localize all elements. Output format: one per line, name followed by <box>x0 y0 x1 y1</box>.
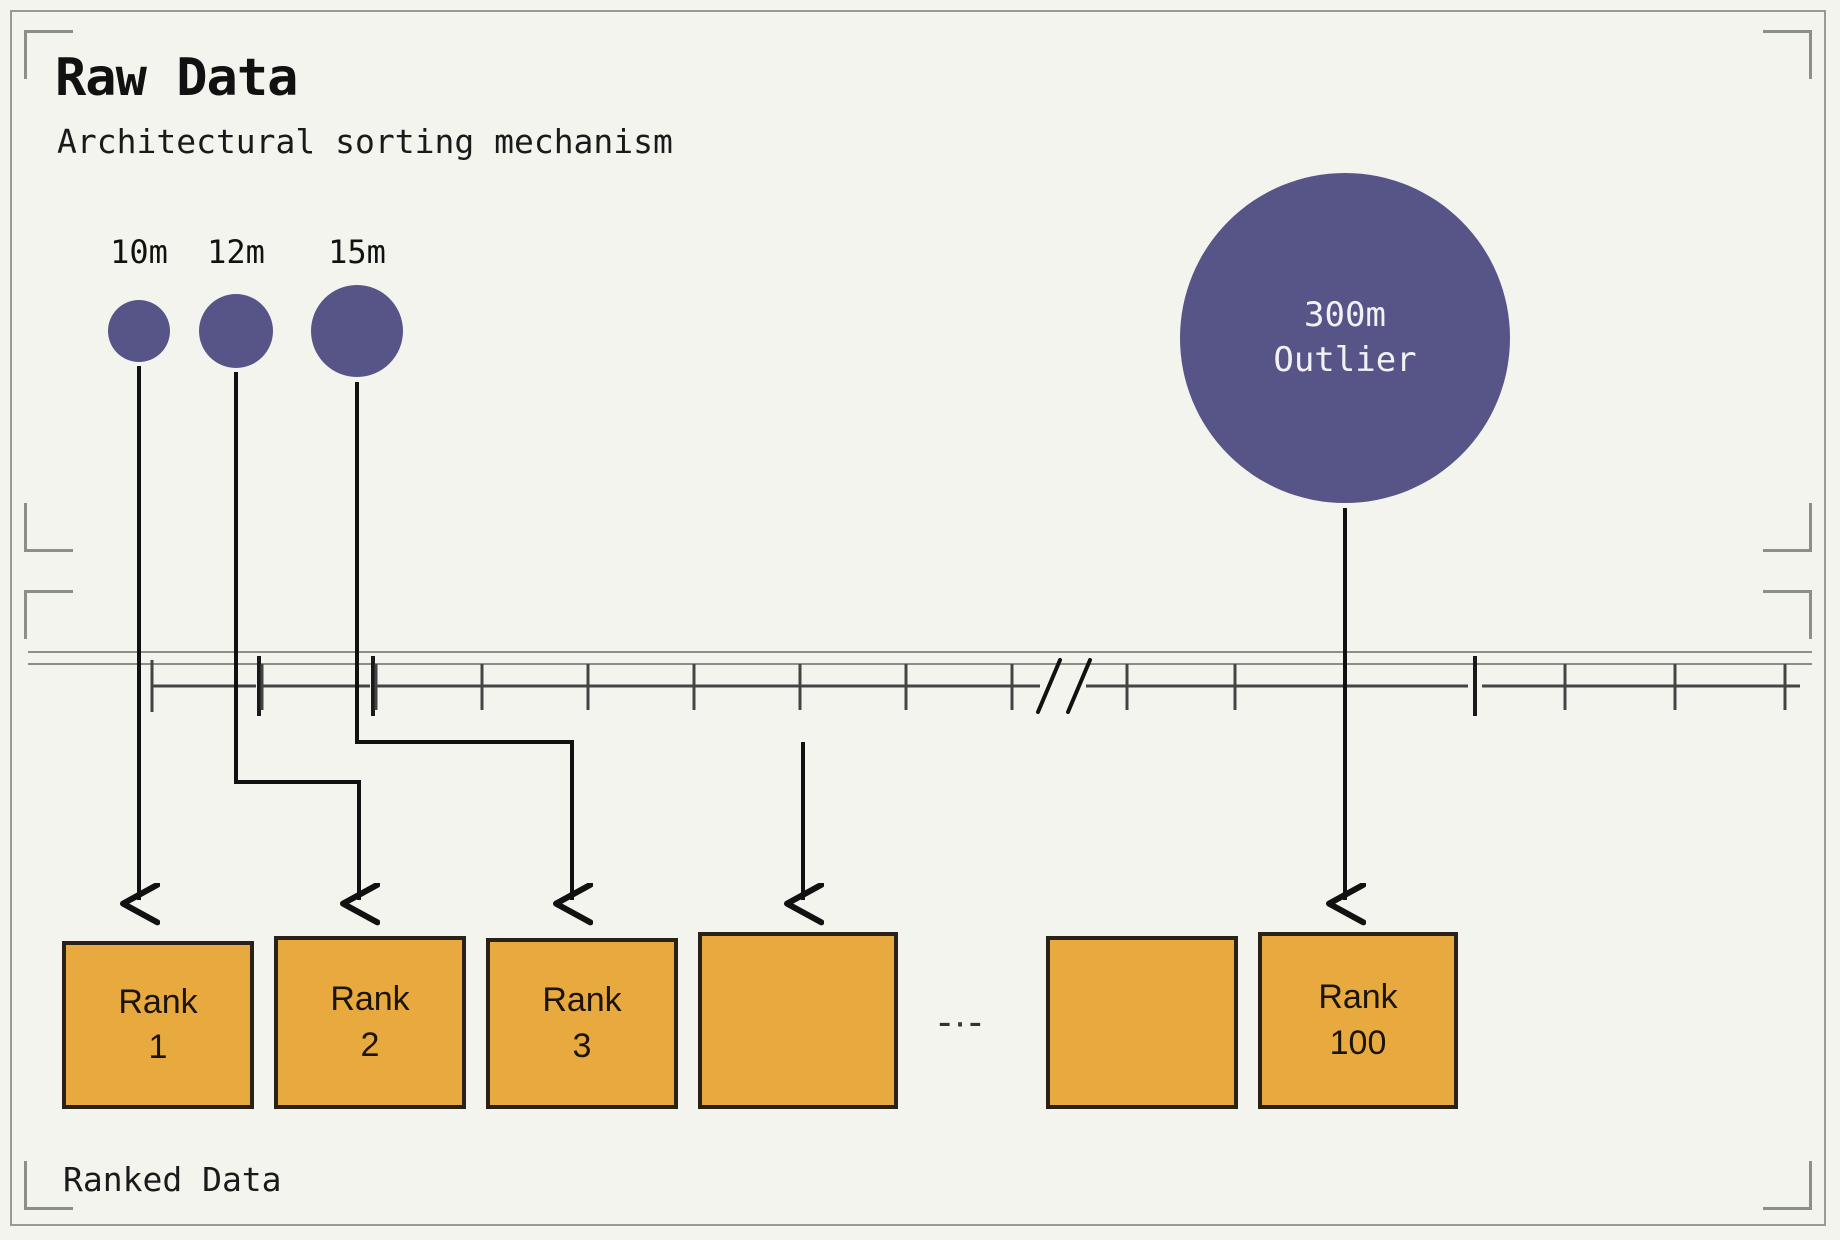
rank-box-number: 100 <box>1329 1023 1387 1062</box>
rank-box-3[interactable]: Rank 3 <box>486 938 678 1109</box>
rank-box-label: Rank <box>1318 978 1398 1017</box>
outlier-bubble[interactable]: 300m Outlier <box>1180 173 1510 503</box>
data-bubble-label-15m: 15m <box>328 233 386 271</box>
rank-box-100[interactable]: Rank 100 <box>1258 932 1458 1109</box>
data-bubble-10m[interactable] <box>108 300 170 362</box>
rank-box-label: Rank <box>330 980 410 1019</box>
rank-box-number: 2 <box>360 1025 380 1064</box>
rank-box-label: Rank <box>118 982 198 1021</box>
data-bubble-label-12m: 12m <box>207 233 265 271</box>
data-bubble-15m[interactable] <box>311 285 403 377</box>
rank-box-number: 1 <box>148 1028 168 1066</box>
rank-box-label: Rank <box>542 981 622 1020</box>
ranked-data-label: Ranked Data <box>57 1160 288 1199</box>
rank-box-4[interactable] <box>698 932 898 1109</box>
ranked-bracket-bottom-right <box>1763 1161 1812 1210</box>
ranked-bracket-top-right <box>1763 590 1812 639</box>
ranked-data-panel <box>12 576 1824 1226</box>
bracket-top-right <box>1763 30 1812 79</box>
data-bubble-label-10m: 10m <box>110 233 168 271</box>
rank-box-number: 3 <box>572 1026 592 1065</box>
rank-box-5[interactable] <box>1046 936 1238 1109</box>
rank-box-2[interactable]: Rank 2 <box>274 936 466 1109</box>
outlier-value-label: 300m <box>1304 294 1386 335</box>
page-title: Raw Data <box>55 48 298 108</box>
page-subtitle: Architectural sorting mechanism <box>57 122 673 161</box>
rank-ellipsis: -·- <box>938 1000 984 1044</box>
ranked-bracket-top-left <box>24 590 73 639</box>
rank-box-1[interactable]: Rank 1 <box>62 941 254 1109</box>
outlier-type-label: Outlier <box>1273 340 1417 380</box>
data-bubble-12m[interactable] <box>199 294 273 368</box>
bracket-bottom-left <box>24 503 73 552</box>
bracket-bottom-right <box>1763 503 1812 552</box>
